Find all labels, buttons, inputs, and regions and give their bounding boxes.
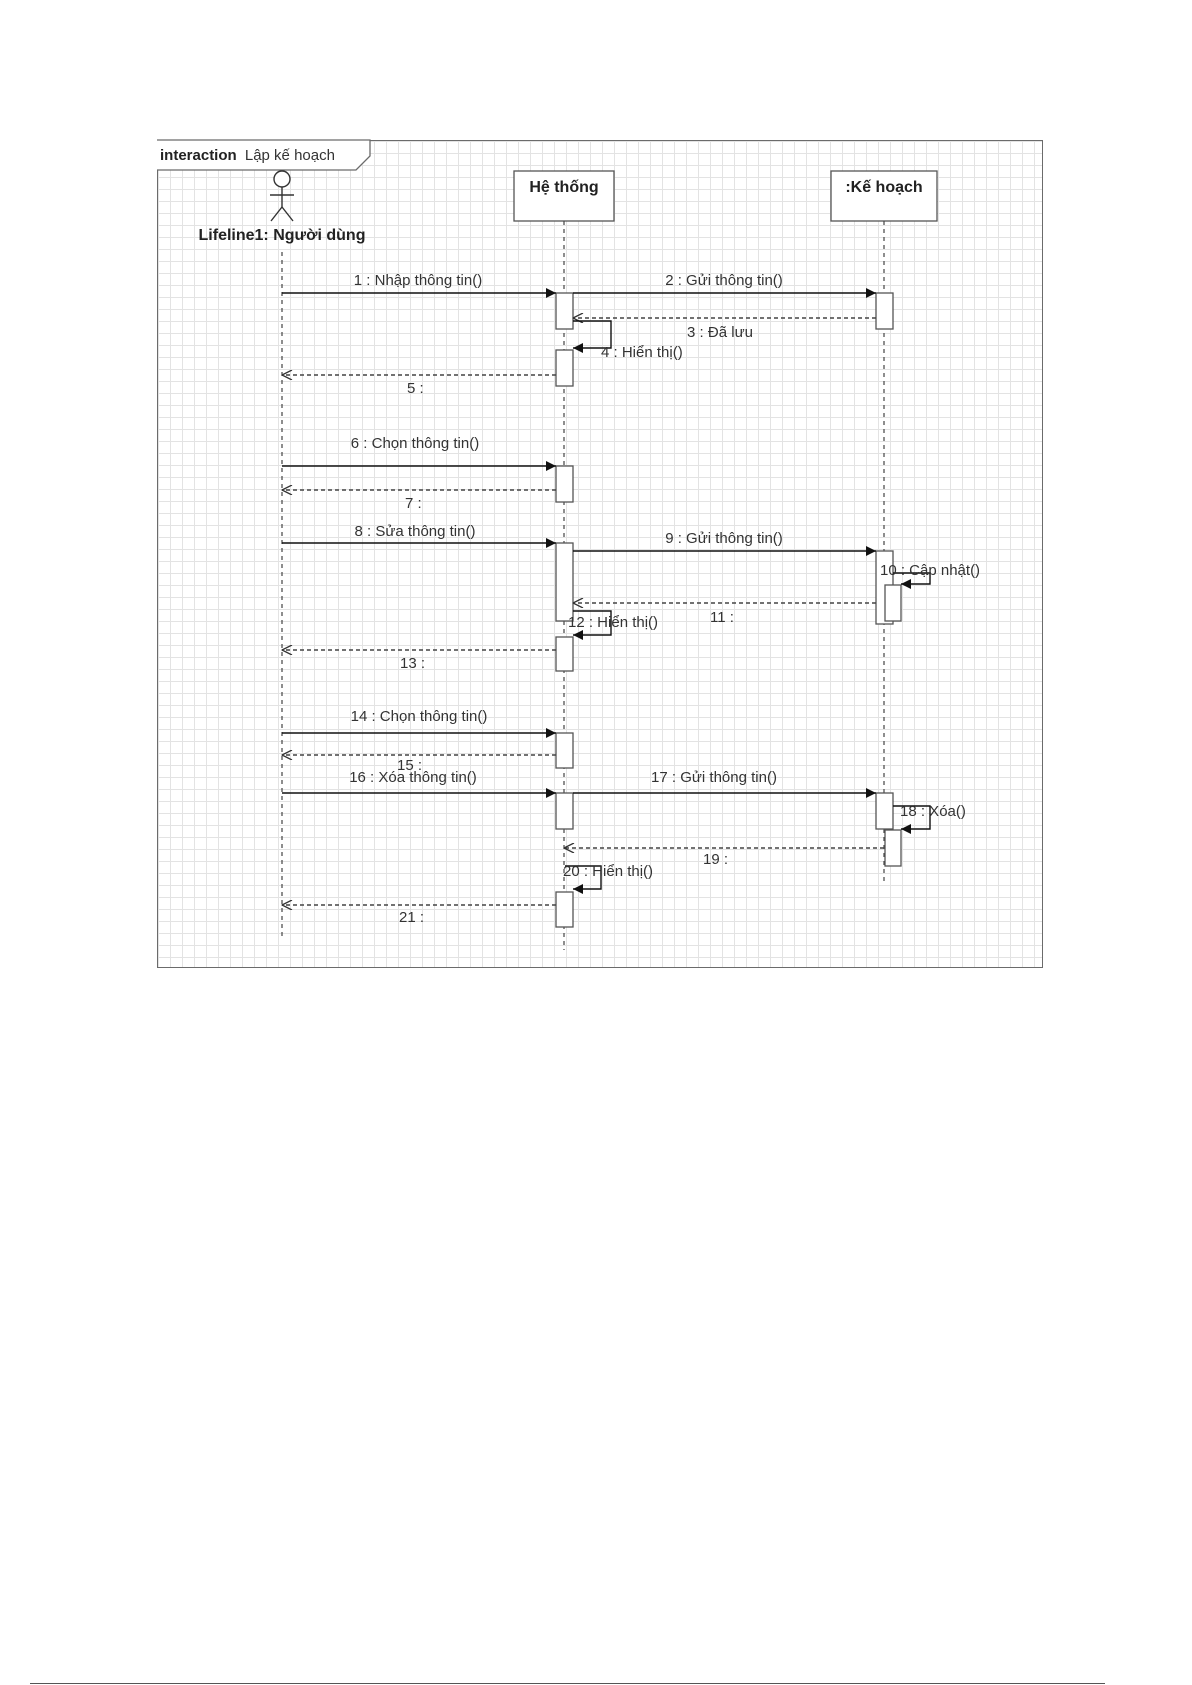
message-6-label: 6 : Chọn thông tin() — [351, 435, 479, 452]
message-12-label: 12 : Hiển thị() — [568, 614, 658, 631]
frame-name: Lập kế hoạch — [245, 147, 335, 164]
lifeline-system-label: Hệ thống — [529, 179, 598, 196]
message-21-label: 21 : — [399, 909, 424, 926]
message-19-label: 19 : — [703, 851, 728, 868]
activation-bar — [555, 349, 574, 387]
activation-bar — [884, 829, 902, 867]
message-10-label: 10 : Cập nhật() — [880, 562, 980, 579]
message-13-label: 13 : — [400, 655, 425, 672]
message-4-arrow — [573, 320, 612, 353]
activation-bar — [555, 732, 574, 769]
message-8-label: 8 : Sửa thông tin() — [355, 523, 476, 540]
frame-title: interaction Lập kế hoạch — [160, 147, 335, 164]
activation-bar — [555, 542, 574, 622]
message-12-arrow — [573, 610, 612, 640]
lifeline-plan-head — [830, 170, 938, 222]
lifeline-user-label: Lifeline1: Người dùng — [199, 227, 366, 244]
message-4-label: 4 : Hiển thị() — [601, 344, 683, 361]
lifeline-plan-label: :Kế hoạch — [845, 179, 922, 196]
message-15-label: 15 : — [397, 757, 422, 774]
activation-bar — [555, 292, 574, 330]
page-bottom-rule — [30, 1683, 1105, 1684]
message-10-arrow — [893, 572, 931, 589]
frame-name-tab — [157, 139, 371, 171]
message-9-label: 9 : Gửi thông tin() — [665, 530, 783, 547]
activation-bar — [884, 584, 902, 622]
message-3-label: 3 : Đã lưu — [687, 324, 753, 341]
activation-bar — [875, 792, 894, 830]
lifeline-system-head — [513, 170, 615, 222]
activation-bar — [555, 792, 574, 830]
message-18-arrow — [893, 805, 931, 834]
message-20-arrow — [565, 865, 602, 894]
activation-bar — [555, 636, 574, 672]
activation-bar — [875, 292, 894, 330]
message-7-label: 7 : — [405, 495, 422, 512]
message-16-label: 16 : Xóa thông tin() — [349, 769, 477, 786]
message-1-label: 1 : Nhập thông tin() — [354, 272, 482, 289]
activation-bar — [555, 891, 574, 928]
message-11-label: 11 : — [710, 609, 734, 626]
message-5-label: 5 : — [407, 380, 424, 397]
message-14-label: 14 : Chọn thông tin() — [351, 708, 488, 725]
message-20-label: 20 : Hiển thị() — [563, 863, 653, 880]
frame-keyword: interaction — [160, 147, 237, 164]
message-17-label: 17 : Gửi thông tin() — [651, 769, 777, 786]
message-2-label: 2 : Gửi thông tin() — [665, 272, 783, 289]
message-18-label: 18 : Xóa() — [900, 803, 966, 820]
activation-bar — [555, 465, 574, 503]
interaction-frame — [157, 140, 1043, 968]
actor-icon — [270, 170, 294, 222]
